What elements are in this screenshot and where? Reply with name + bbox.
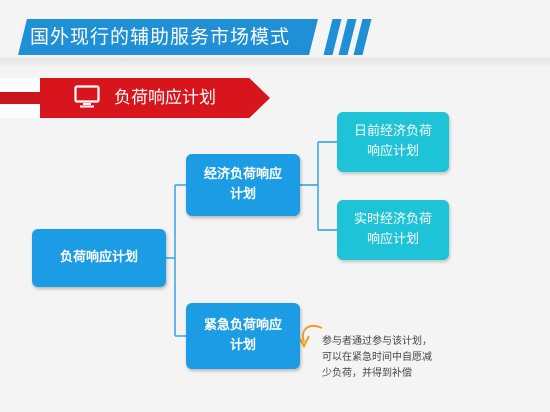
node-real-time-economic: 实时经济负荷 响应计划 (337, 200, 449, 260)
node-day-ahead-economic: 日前经济负荷 响应计划 (337, 112, 449, 172)
node-load-response-plan: 负荷响应计划 (32, 229, 166, 287)
node-economic-load-response: 经济负荷响应 计划 (186, 154, 300, 216)
annotation-note: 参与者通过参与该计划， 可以在紧急时间中自愿减 少负荷，并得到补偿 (322, 336, 432, 379)
page-title: 国外现行的辅助服务市场模式 (30, 26, 291, 48)
title-bar (18, 19, 318, 55)
section-accent (0, 92, 40, 104)
monitor-icon (74, 85, 100, 113)
node-emergency-load-response: 紧急负荷响应 计划 (186, 303, 300, 369)
annotation-arrow (302, 324, 323, 343)
section-banner (40, 78, 270, 118)
title-shadow (0, 58, 550, 68)
section-label: 负荷响应计划 (114, 88, 216, 108)
